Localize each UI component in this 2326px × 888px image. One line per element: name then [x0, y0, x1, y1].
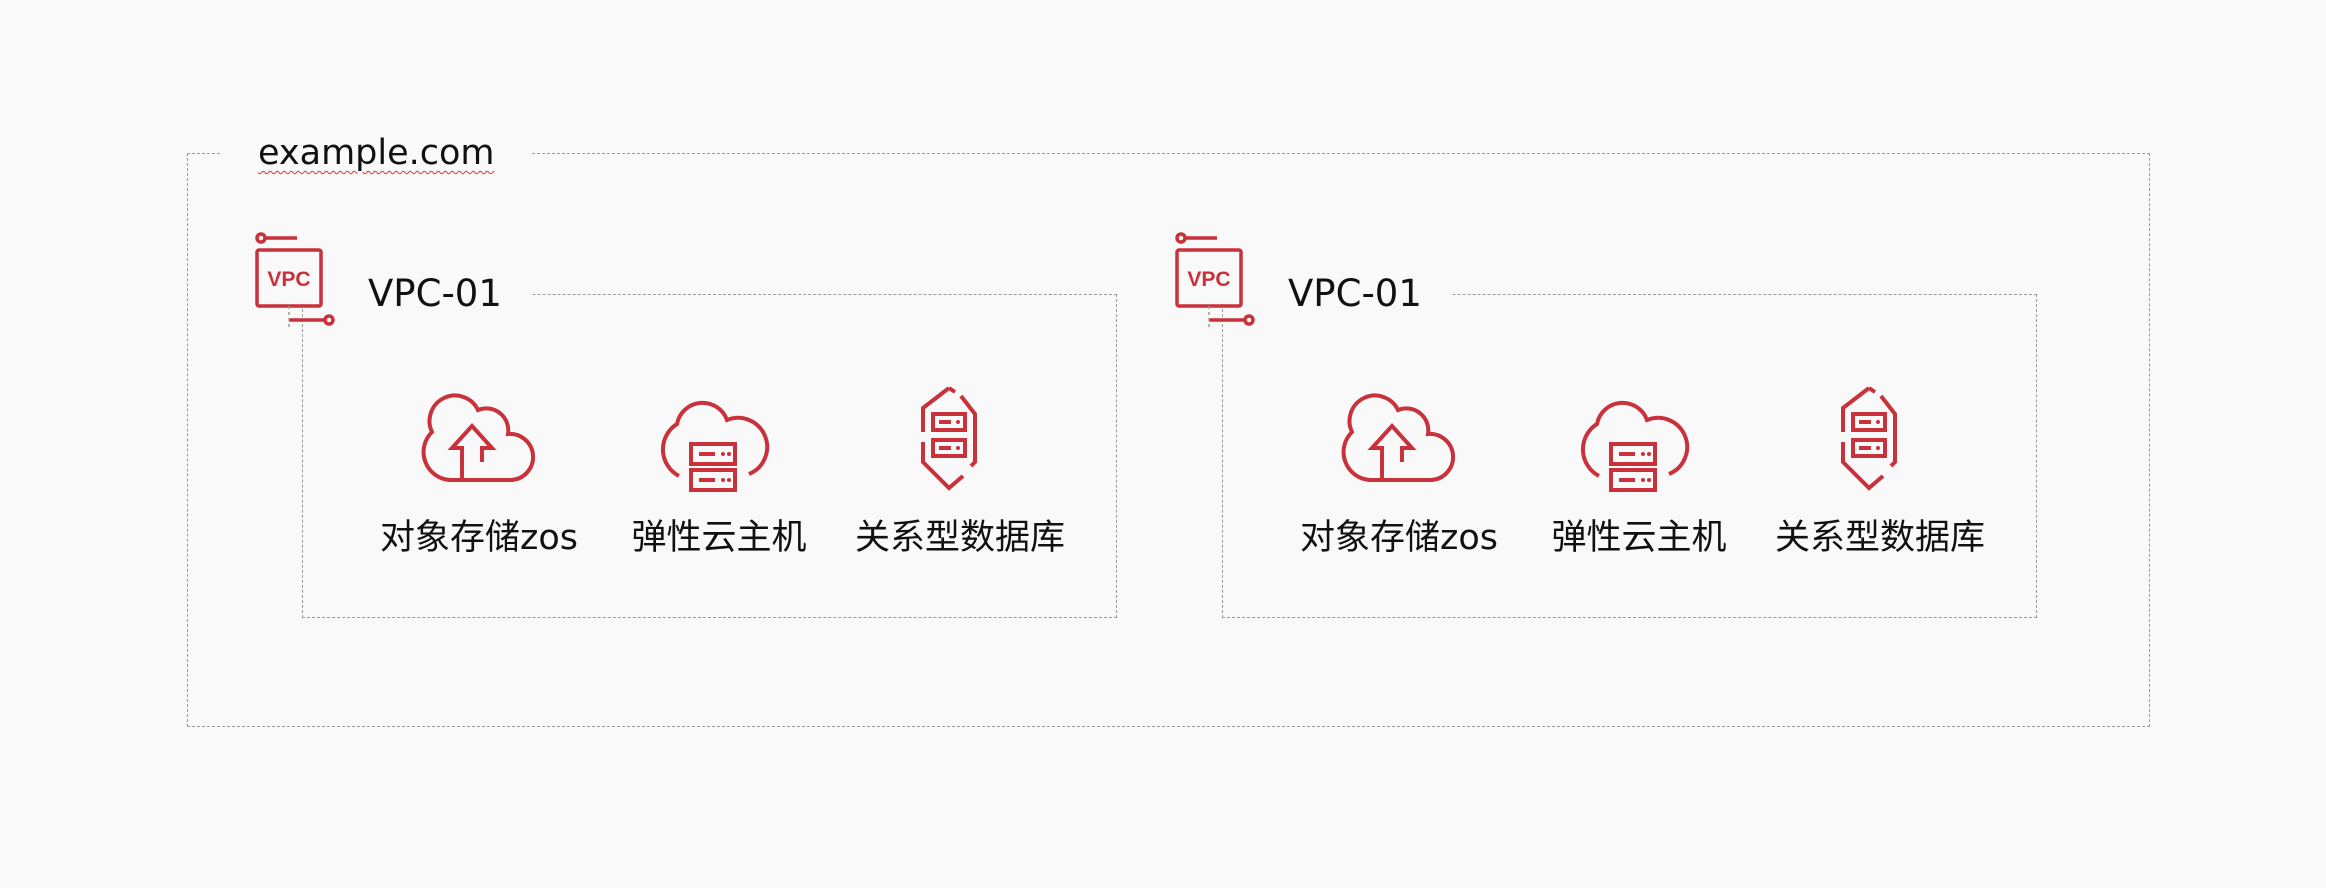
vpc-boundary — [1222, 294, 2037, 618]
service-label: 关系型数据库 — [1774, 518, 1985, 558]
vpc-boundary — [302, 294, 1117, 618]
database-icon — [1841, 386, 1897, 491]
cloud-server-icon — [1580, 400, 1690, 492]
service-label: 关系型数据库 — [854, 518, 1065, 558]
cloud-upload-icon — [421, 393, 536, 482]
service-label: 弹性云主机 — [1551, 518, 1727, 558]
database-icon — [921, 386, 977, 491]
service-label: 对象存储zos — [379, 518, 579, 558]
domain-label: example.com — [240, 128, 513, 178]
service-label: 弹性云主机 — [631, 518, 807, 558]
vpc-icon-text: VPC — [267, 268, 310, 291]
service-label: 对象存储zos — [1299, 518, 1499, 558]
vpc-icon-text: VPC — [1187, 268, 1230, 291]
cloud-upload-icon — [1341, 393, 1456, 482]
cloud-server-icon — [660, 400, 770, 492]
vpc-label: VPC-01 — [368, 268, 522, 320]
vpc-icon: VPC — [255, 232, 335, 327]
vpc-label: VPC-01 — [1288, 268, 1442, 320]
vpc-icon: VPC — [1175, 232, 1255, 327]
domain-boundary — [187, 153, 2150, 727]
